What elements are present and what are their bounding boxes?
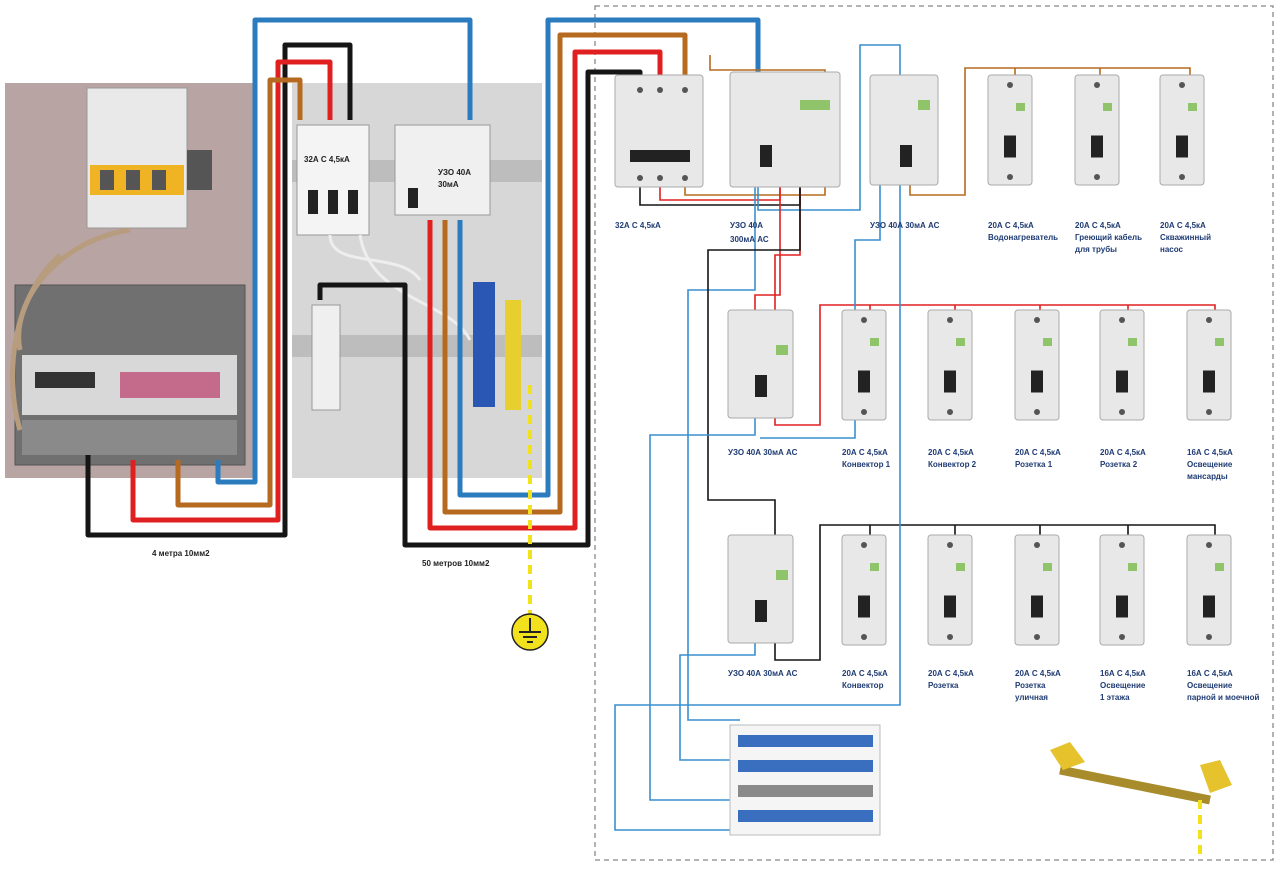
row2-breakers: 20А С 4,5кА Конвектор 1 20А С 4,5кА Конвект… (841, 309, 1233, 481)
row1-breaker-1-label-line1: 20А С 4,5кА (988, 221, 1034, 230)
row1-breaker-3-label-line3: насос (1160, 245, 1184, 254)
row3-breaker-4-label-line3: 1 этажа (1100, 693, 1130, 702)
row3-breaker-4 (1099, 534, 1145, 646)
row3-breaker-4-label-line2: Освещение (1100, 681, 1146, 690)
box-ground-busbar (505, 300, 521, 410)
row1-breaker-3 (1159, 74, 1205, 186)
row2-breaker-1 (841, 309, 887, 421)
row3-breaker-3-label-line1: 20А С 4,5кА (1015, 669, 1061, 678)
meter-box-breaker (86, 87, 212, 229)
row3-breaker-5 (1186, 534, 1232, 646)
row2-breaker-5-label-line3: мансарды (1187, 472, 1228, 481)
row2-rcd-label: УЗО 40А 30мА АС (728, 448, 798, 457)
row3-breaker-2 (927, 534, 973, 646)
box-rcd: УЗО 40А 30мА (394, 124, 491, 216)
row2-breaker-4-label-line1: 20А С 4,5кА (1100, 448, 1146, 457)
row1-breaker-3-label-line2: Скважинный (1160, 233, 1211, 242)
row3-breaker-2-label-line1: 20А С 4,5кА (928, 669, 974, 678)
meter-box-photo (5, 83, 255, 478)
row2-breaker-3-label-line1: 20А С 4,5кА (1015, 448, 1061, 457)
row2-breaker-3-label-line2: Розетка 1 (1015, 460, 1053, 469)
row3-breaker-5-label-line2: Освещение (1187, 681, 1233, 690)
distribution-box-photo: 32А С 4,5кА УЗО 40А 30мА (292, 83, 542, 478)
row1-rcd2-label: УЗО 40А 30мА АС (870, 221, 940, 230)
row1-breaker-2-label-line3: для трубы (1075, 245, 1117, 254)
row2-breaker-1-label-line2: Конвектор 1 (842, 460, 891, 469)
cable-label-4m: 4 метра 10мм2 (152, 549, 210, 558)
cable-label-50m: 50 метров 10мм2 (422, 559, 490, 568)
row1-main-breaker (614, 74, 704, 188)
row2-breaker-2-label-line1: 20А С 4,5кА (928, 448, 974, 457)
row1-breaker-1 (987, 74, 1033, 186)
row2-breaker-1-label-line1: 20А С 4,5кА (842, 448, 888, 457)
row1-breakers: 20А С 4,5кА Водонагреватель 20А С 4,5кА Гре… (987, 74, 1211, 254)
row3-breaker-1 (841, 534, 887, 646)
row3-rcd (727, 534, 794, 644)
row2-breaker-2 (927, 309, 973, 421)
neutral-busbar (729, 724, 881, 836)
row1-rcd1-label-line1: УЗО 40А (730, 221, 763, 230)
row1-breaker-2 (1074, 74, 1120, 186)
row3-breaker-1-label-line2: Конвектор (842, 681, 884, 690)
row3-breaker-1-label-line1: 20А С 4,5кА (842, 669, 888, 678)
row3-breaker-2-label-line2: Розетка (928, 681, 959, 690)
row3-breaker-3-label-line3: уличная (1015, 693, 1048, 702)
row2-breaker-2-label-line2: Конвектор 2 (928, 460, 977, 469)
row3-breaker-4-label-line1: 16А С 4,5кА (1100, 669, 1146, 678)
row1-rcd1-label-line2: 300мА АС (730, 235, 769, 244)
row2-breaker-5 (1186, 309, 1232, 421)
electricity-meter (14, 284, 246, 466)
box-rcd-label-line2: 30мА (438, 180, 459, 189)
enclosure-outline (594, 5, 1274, 861)
row2-rcd (727, 309, 794, 419)
row2-breaker-5-label-line2: Освещение (1187, 460, 1233, 469)
ground-busbar (1050, 742, 1232, 805)
box-main-breaker: 32А С 4,5кА (296, 124, 370, 236)
box-small-breaker (311, 304, 341, 411)
row3-rcd-label: УЗО 40А 30мА АС (728, 669, 798, 678)
row2-breaker-4-label-line2: Розетка 2 (1100, 460, 1138, 469)
box-neutral-busbar (473, 282, 495, 407)
row1-main-breaker-label: 32А С 4,5кА (615, 221, 661, 230)
row3-breaker-3 (1014, 534, 1060, 646)
row1-rcd1 (729, 71, 841, 188)
row1-breaker-2-label-line1: 20А С 4,5кА (1075, 221, 1121, 230)
box-rcd-label-line1: УЗО 40А (438, 168, 471, 177)
row3-breaker-3-label-line2: Розетка (1015, 681, 1046, 690)
row1-breaker-1-label-line2: Водонагреватель (988, 233, 1058, 242)
ground-symbol-icon (511, 613, 549, 651)
row2-breaker-5-label-line1: 16А С 4,5кА (1187, 448, 1233, 457)
input-cables (85, 17, 473, 538)
output-cables (317, 17, 761, 548)
row2-breaker-4 (1099, 309, 1145, 421)
row3-breaker-5-label-line1: 16А С 4,5кА (1187, 669, 1233, 678)
row1-breaker-2-label-line2: Греющий кабель (1075, 233, 1142, 242)
row1-rcd2 (869, 74, 939, 186)
row2-breaker-3 (1014, 309, 1060, 421)
row3-breaker-5-label-line3: парной и моечной (1187, 693, 1259, 702)
box-main-breaker-label: 32А С 4,5кА (304, 155, 350, 164)
row3-breakers: 20А С 4,5кА Конвектор 20А С 4,5кА Розетка 20… (841, 534, 1259, 702)
row1-breaker-3-label-line1: 20А С 4,5кА (1160, 221, 1206, 230)
